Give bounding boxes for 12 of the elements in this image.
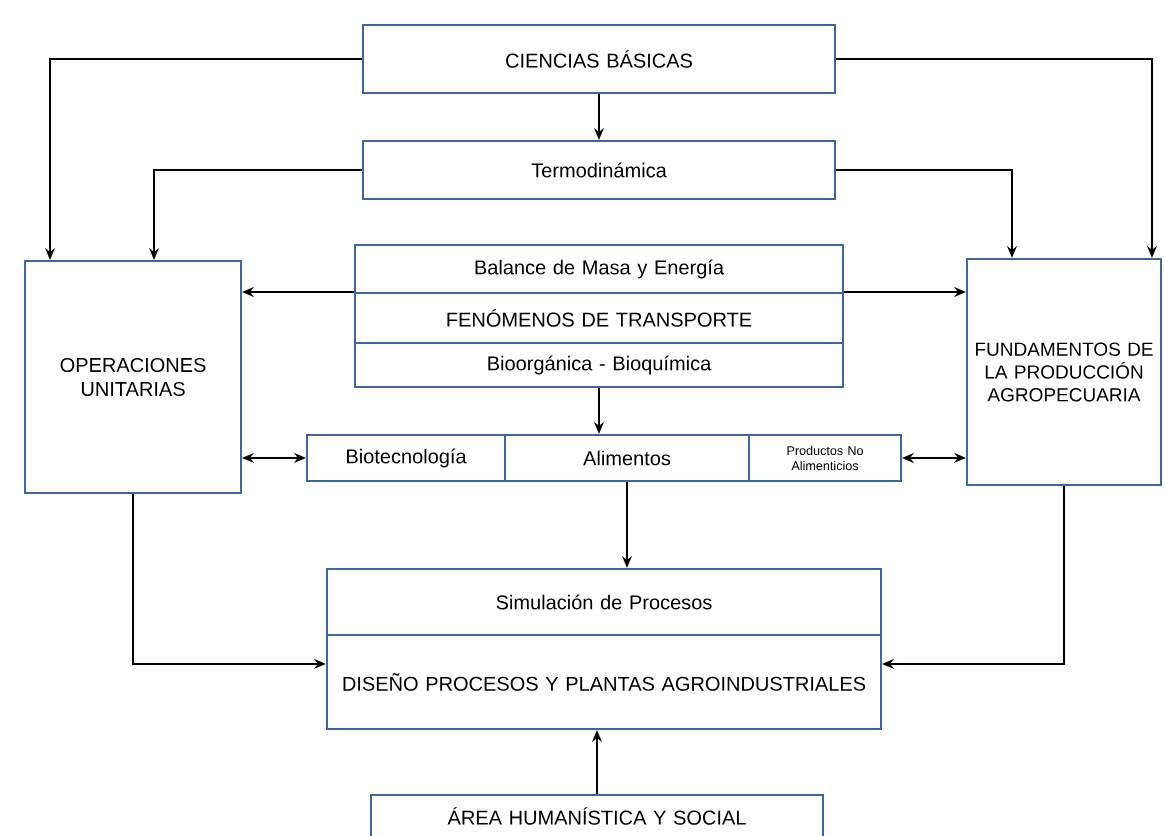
process-box: FENÓMENOS DE TRANSPORTE <box>354 292 844 344</box>
process-box: Balance de Masa y Energía <box>354 244 844 294</box>
process-box: Termodinámica <box>362 140 836 200</box>
process-box: Simulación de Procesos <box>326 568 882 636</box>
process-box: DISEÑO PROCESOS Y PLANTAS AGROINDUSTRIALES <box>326 634 882 730</box>
process-box: OPERACIONES UNITARIAS <box>24 260 242 494</box>
process-box: FUNDAMENTOS DE LA PRODUCCIÓN AGROPECUARIA <box>966 258 1162 486</box>
process-box: Biotecnología <box>306 434 506 482</box>
process-box: ÁREA HUMANÍSTICA Y SOCIAL <box>370 794 824 836</box>
process-box: CIENCIAS BÁSICAS <box>362 24 836 94</box>
process-box: Bioorgánica - Bioquímica <box>354 342 844 388</box>
process-box: Alimentos <box>504 434 750 482</box>
